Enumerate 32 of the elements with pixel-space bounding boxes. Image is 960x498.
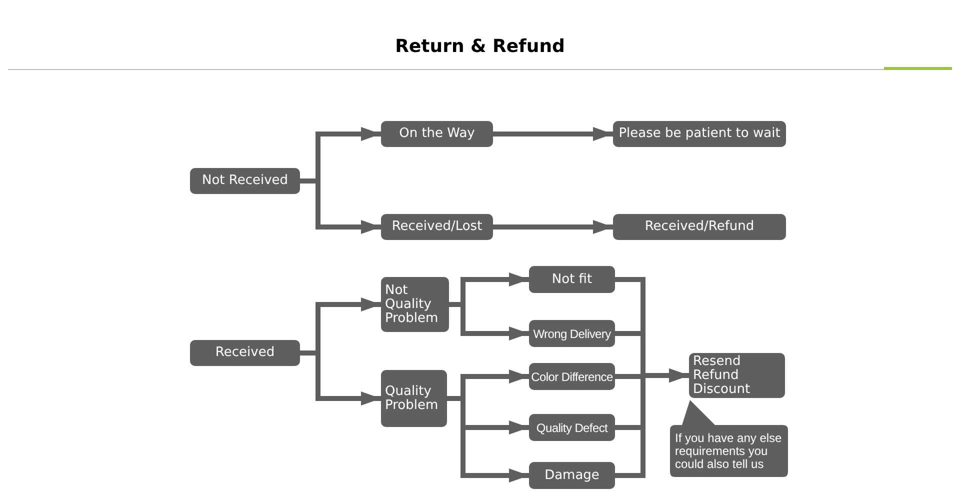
arrow bbox=[493, 127, 613, 141]
box-label: Quality Defect bbox=[536, 420, 608, 434]
box-label: Color Difference bbox=[531, 370, 613, 384]
box-label: Please be patient to wait bbox=[618, 127, 780, 141]
box-label: Resend Refund Discount bbox=[693, 354, 752, 396]
arrow bbox=[493, 220, 613, 234]
process-box bbox=[529, 320, 615, 347]
box-label: On the Way bbox=[399, 127, 475, 141]
process-box bbox=[529, 266, 615, 293]
process-box bbox=[190, 168, 300, 194]
box-label: Wrong Delivery bbox=[533, 326, 611, 340]
box-label: Not Received bbox=[202, 174, 288, 188]
process-box bbox=[529, 363, 615, 390]
process-box bbox=[529, 462, 615, 489]
title: Return & Refund bbox=[394, 36, 566, 57]
box-label: If you have any else requirements you could also tell us bbox=[674, 432, 783, 473]
process-box bbox=[381, 214, 493, 240]
box-label: Damage bbox=[544, 468, 600, 482]
box-label: Not fit bbox=[552, 272, 592, 286]
process-box bbox=[613, 214, 786, 240]
box-label: Received/Refund bbox=[644, 220, 754, 234]
box-label: Quality Problem bbox=[385, 384, 440, 412]
box-label: Received/Lost bbox=[392, 220, 482, 234]
process-box bbox=[613, 121, 786, 147]
box-label: Not Quality Problem bbox=[385, 284, 440, 326]
process-box bbox=[381, 277, 449, 332]
process-box bbox=[190, 340, 300, 366]
process-box bbox=[529, 414, 615, 441]
process-box bbox=[381, 370, 447, 427]
process-box bbox=[381, 121, 493, 147]
box-label: Received bbox=[215, 346, 275, 360]
process-box bbox=[689, 353, 785, 398]
